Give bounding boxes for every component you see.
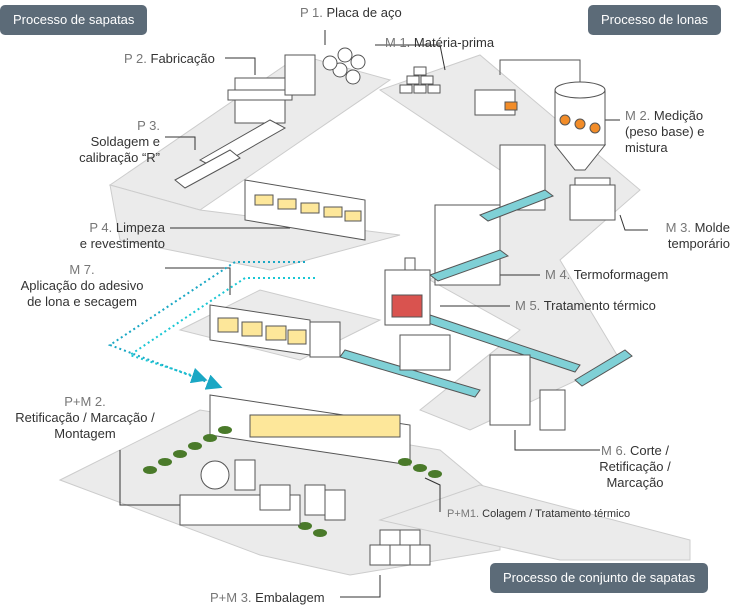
- label-m4-code: M 4.: [545, 267, 571, 282]
- label-m5: M 5. Tratamento térmico: [515, 298, 656, 314]
- label-m3-line1: Molde: [694, 220, 730, 235]
- label-m2-code: M 2.: [625, 108, 651, 123]
- label-m7-code: M 7.: [69, 262, 95, 277]
- lining-conveyor-1: [478, 189, 555, 222]
- label-m7-line1: Aplicação do adesivo: [20, 278, 144, 293]
- label-m2: M 2. Medição (peso base) e mistura: [625, 108, 705, 156]
- label-m6-line3: Marcação: [606, 475, 664, 490]
- heat-treatment-oven: [384, 257, 431, 326]
- label-pm3: P+M 3. Embalagem: [210, 590, 325, 606]
- flow-arrow-1: [107, 261, 305, 390]
- label-p1-code: P 1.: [300, 5, 323, 20]
- label-p4: P 4. Limpeza e revestimento: [50, 220, 165, 252]
- label-pm3-code: P+M 3.: [210, 590, 252, 605]
- adhesive-line: [209, 304, 341, 358]
- label-m7: M 7. Aplicação do adesivo de lona e seca…: [2, 262, 162, 310]
- label-p3-code: P 3.: [137, 118, 160, 133]
- label-pm2: P+M 2. Retificação / Marcação / Montagem: [0, 394, 170, 442]
- label-p3-line1: Soldagem e: [90, 134, 160, 149]
- label-m3-line2: temporário: [667, 236, 730, 251]
- label-m1: M 1. Matéria-prima: [385, 35, 494, 51]
- label-m2-line1: Medição: [653, 108, 704, 123]
- flow-arrow-2: [127, 277, 315, 384]
- leader-lines: [119, 30, 648, 598]
- label-p2-text: Fabricação: [150, 51, 215, 66]
- press-machine: [227, 54, 316, 124]
- packaging-boxes: [369, 529, 431, 566]
- lining-conveyor-4: [339, 349, 481, 398]
- assembly-oven: [209, 394, 411, 466]
- label-p4-line1: Limpeza: [115, 220, 165, 235]
- lining-conveyor-5: [574, 349, 633, 387]
- label-pm2-code: P+M 2.: [64, 394, 106, 409]
- label-p1-text: Placa de aço: [326, 5, 402, 20]
- label-m5-text: Tratamento térmico: [543, 298, 656, 313]
- label-m3-code: M 3.: [665, 220, 691, 235]
- assembly-machinery: [179, 459, 346, 526]
- mixing-tank: [474, 59, 607, 171]
- label-p3: P 3. Soldagem e calibração “R”: [66, 118, 160, 166]
- shoe-conveyor-2: [174, 149, 241, 189]
- label-m4-text: Termoformagem: [573, 267, 669, 282]
- label-pm1-text: Colagem / Tratamento térmico: [482, 508, 631, 520]
- label-m4: M 4. Termoformagem: [545, 267, 668, 283]
- temporary-mold: [569, 177, 616, 221]
- lining-conveyor-2: [428, 249, 510, 282]
- label-m6-line2: Retificação /: [599, 459, 671, 474]
- label-p4-line2: e revestimento: [79, 236, 165, 251]
- label-p2: P 2. Fabricação: [124, 51, 215, 67]
- label-m3: M 3. Molde temporário: [630, 220, 730, 252]
- label-pm2-line2: Montagem: [54, 426, 116, 441]
- label-m6: M 6. Corte / Retificação / Marcação: [580, 443, 690, 491]
- label-p2-code: P 2.: [124, 51, 147, 66]
- label-m6-line1: Corte /: [629, 443, 669, 458]
- badge-lining-process: Processo de lonas: [588, 5, 721, 35]
- label-m6-code: M 6.: [601, 443, 627, 458]
- label-pm1: P+M1. Colagem / Tratamento térmico: [447, 506, 630, 522]
- label-p4-code: P 4.: [89, 220, 113, 235]
- label-m7-line2: de lona e secagem: [27, 294, 137, 309]
- coating-oven: [244, 179, 366, 241]
- label-m2-line2: (peso base) e: [625, 124, 705, 139]
- label-m2-line3: mistura: [625, 140, 668, 155]
- label-pm2-line1: Retificação / Marcação /: [15, 410, 155, 425]
- label-p3-line2: calibração “R”: [79, 150, 160, 165]
- steel-coils: [322, 47, 366, 85]
- label-p1: P 1. Placa de aço: [300, 5, 402, 21]
- badge-assembly-process: Processo de conjunto de sapatas: [490, 563, 709, 593]
- label-m5-code: M 5.: [515, 298, 541, 313]
- raw-material-bags: [399, 66, 441, 94]
- label-pm3-text: Embalagem: [255, 590, 325, 605]
- floor-assembly-right: [378, 484, 691, 561]
- brake-shoe-parts: [143, 426, 442, 537]
- cutting-machine: [399, 334, 566, 431]
- label-m1-text: Matéria-prima: [413, 35, 495, 50]
- badge-shoe-process: Processo de sapatas: [0, 5, 148, 35]
- label-pm1-code: P+M1.: [447, 508, 480, 520]
- label-m1-code: M 1.: [385, 35, 411, 50]
